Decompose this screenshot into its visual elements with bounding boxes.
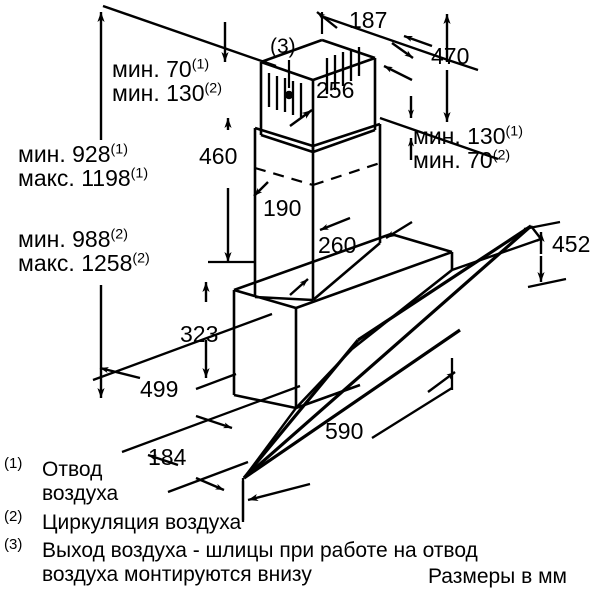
dim-label-184: 184 [148,444,187,470]
legend-item-2-text: Циркуляция воздуха [42,511,242,534]
dim-label-256: 256 [316,77,355,103]
dim-590-leader [371,387,453,439]
dim-label-323: 323 [180,321,219,347]
dim-label-gap-top: мин. 70(1) мин. 130(2) [112,56,222,107]
legend-item-3: (3) Выход воздуха - шлицы при работе на … [4,536,478,587]
dim-184-ext [121,384,301,494]
dim-260-arrow [319,216,413,240]
chimney-hidden-edges [254,161,381,187]
vent-pointer-arrow [289,109,313,127]
dim-label-callout-3: (3) [270,35,296,58]
dim-452-ext [523,220,567,289]
dim-label-190: 190 [263,195,302,221]
legend-item-2: (2) Циркуляция воздуха [4,508,242,535]
dim-label-height-1: мин. 928(1) макс. 1198(1) [18,141,149,192]
dim-label-height-2: мин. 988(2) макс. 1258(2) [18,226,150,277]
chimney-lower [253,122,382,302]
dim-499-ext [92,312,273,391]
legend-item-1-num: (1) [4,455,23,472]
dim-460-ext [208,260,256,264]
dim-590 [247,371,456,502]
legend-item-1-text: Отвод воздуха [42,458,119,506]
dim-190-arrow [253,181,309,296]
dim-499 [99,366,233,430]
dim-187 [316,11,414,59]
dim-label-260: 260 [318,232,357,258]
legend-item-3-num: (3) [4,536,23,553]
dim-right-pointer-arrows [383,34,433,160]
dim-label-187: 187 [349,7,388,33]
dim-label-470: 470 [431,43,470,69]
legend-item-3-text: Выход воздуха - шлицы при работе на отво… [42,539,478,587]
legend-item-2-num: (2) [4,508,23,525]
dim-label-460: 460 [199,143,238,169]
vent-slots-side [325,47,361,94]
ceiling-lines [102,4,499,161]
units-note: Размеры в мм [428,565,567,588]
legend-item-1: (1) Отвод воздуха [4,455,119,506]
hood-body [232,232,454,410]
dim-label-452: 452 [552,231,591,257]
dim-label-gap-right: мин. 130(1) мин. 70(2) [413,123,523,174]
dim-label-499: 499 [140,376,179,402]
glass-panel [242,224,533,480]
dim-label-590: 590 [325,418,364,444]
vent-callout-dot [284,90,294,100]
